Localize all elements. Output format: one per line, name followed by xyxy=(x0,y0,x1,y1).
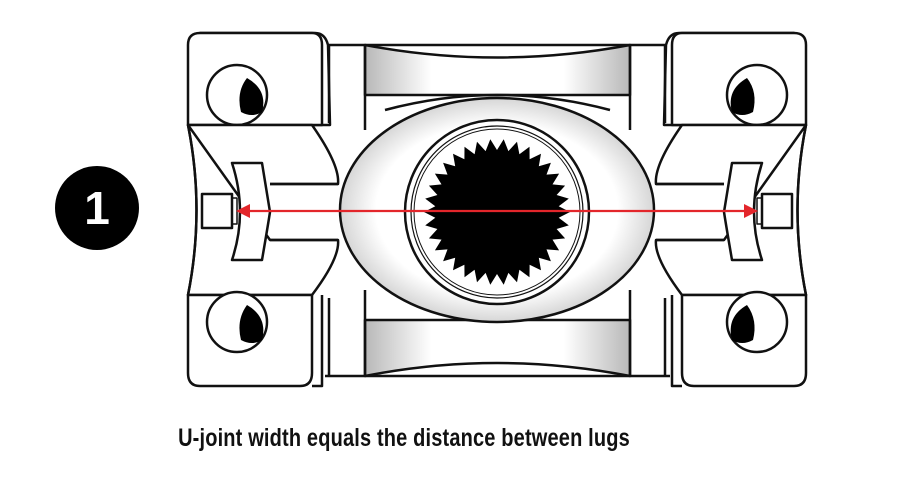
yoke-ear-right xyxy=(654,31,808,388)
width-arrow xyxy=(236,204,758,218)
step-badge xyxy=(55,166,139,250)
yoke-neck-bottom xyxy=(363,318,632,378)
figure-caption: U-joint width equals the distance betwee… xyxy=(178,424,630,452)
step-number: 1 xyxy=(84,182,110,234)
yoke-ear-left xyxy=(186,31,340,388)
yoke-neck-top xyxy=(363,43,632,97)
